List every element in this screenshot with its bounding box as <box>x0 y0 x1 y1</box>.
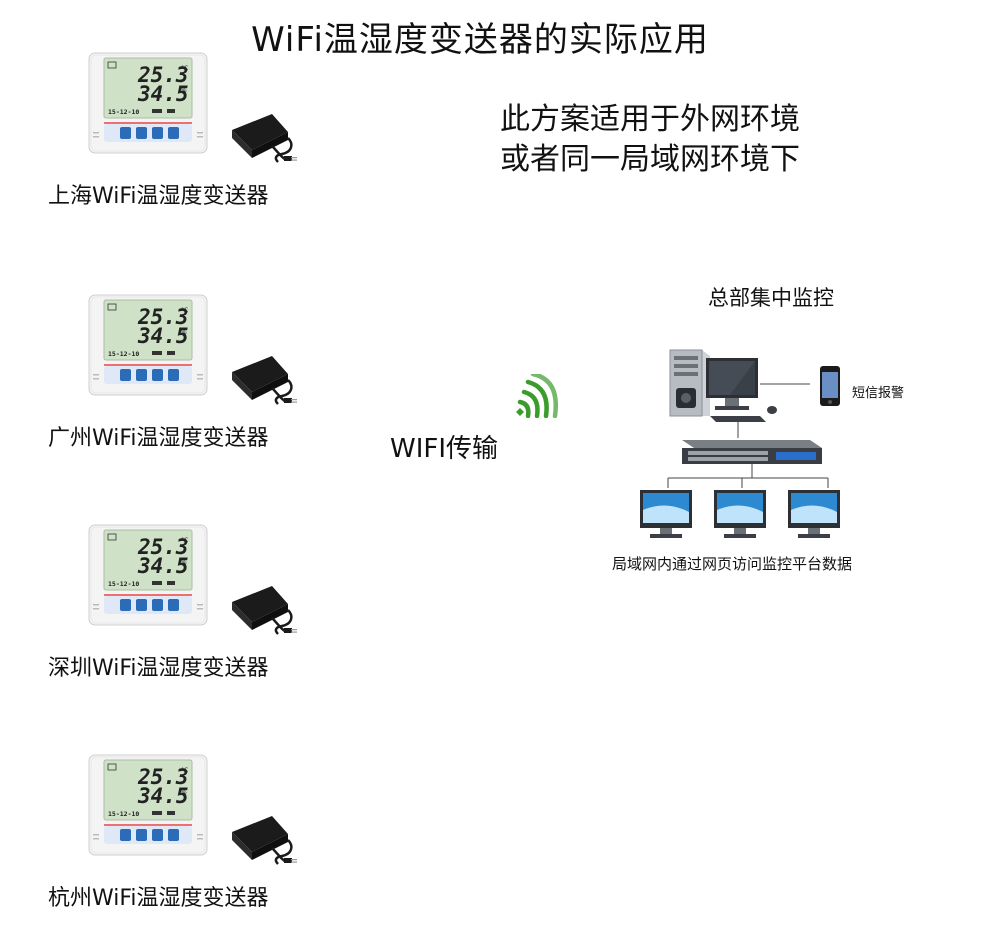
device-label: 上海WiFi温湿度变送器 <box>48 184 269 209</box>
lcd-temperature: 25.3 <box>137 63 189 87</box>
lcd-humidity-unit: % <box>181 789 187 796</box>
device-group-1: 25.3 °C 34.5 % 15-12-10 <box>48 52 348 222</box>
lcd-humidity: 34.5 <box>137 784 189 808</box>
monitor-icon <box>706 358 758 410</box>
server-tower-icon <box>669 349 710 417</box>
power-adapter-image <box>232 816 297 865</box>
lcd-date: 15-12-10 <box>108 580 139 588</box>
device-group-2: 25.3 °C 34.5 % 15-12-10 <box>48 294 348 464</box>
lcd-temperature-unit: °C <box>181 65 188 72</box>
power-adapter-image <box>232 114 297 163</box>
wifi-transmission-label: WIFI传输 <box>390 434 498 464</box>
client-monitor-icon-1 <box>640 490 692 538</box>
lcd-humidity-unit: % <box>181 87 187 94</box>
wifi-signal-icon <box>516 374 558 418</box>
usage-note-line-2: 或者同一局域网环境下 <box>500 142 800 177</box>
power-adapter-image <box>232 356 297 405</box>
client-monitor-icon-3 <box>788 490 840 538</box>
transmitter-device-image: 25.3 °C 34.5 % 15-12-10 <box>88 52 208 154</box>
lcd-temperature: 25.3 <box>137 765 189 789</box>
lcd-humidity: 34.5 <box>137 324 189 348</box>
device-label: 广州WiFi温湿度变送器 <box>48 426 269 451</box>
device-group-4: 25.3 °C 34.5 % 15-12-10 <box>48 754 348 924</box>
network-diagram <box>640 349 840 538</box>
usage-note: 此方案适用于外网环境 或者同一局域网环境下 <box>500 100 800 180</box>
lcd-humidity: 34.5 <box>137 82 189 106</box>
transmitter-device-image: 25.3 °C 34.5 % 15-12-10 <box>88 754 208 856</box>
signal-icon <box>107 61 117 69</box>
lcd-humidity-unit: % <box>181 559 187 566</box>
lcd-humidity: 34.5 <box>137 554 189 578</box>
lcd-temperature-unit: °C <box>181 767 188 774</box>
headquarters-title: 总部集中监控 <box>708 286 834 310</box>
client-monitor-icon-2 <box>714 490 766 538</box>
lan-access-label: 局域网内通过网页访问监控平台数据 <box>612 555 853 573</box>
lcd-temperature-unit: °C <box>181 307 188 314</box>
mobile-phone-icon <box>820 366 840 406</box>
transmitter-device-image: 25.3 °C 34.5 % 15-12-10 <box>88 524 208 626</box>
lcd-date: 15-12-10 <box>108 108 139 116</box>
device-label: 杭州WiFi温湿度变送器 <box>48 886 269 911</box>
device-group-3: 25.3 °C 34.5 % 15-12-10 <box>48 524 348 694</box>
signal-icon <box>107 303 117 311</box>
lcd-temperature-unit: °C <box>181 537 188 544</box>
lcd-humidity-unit: % <box>181 329 187 336</box>
lcd-date: 15-12-10 <box>108 810 139 818</box>
power-adapter-image <box>232 586 297 635</box>
device-label: 深圳WiFi温湿度变送器 <box>48 656 269 681</box>
page-title: WiFi温湿度变送器的实际应用 <box>251 20 709 60</box>
signal-icon <box>107 533 117 541</box>
signal-icon <box>107 763 117 771</box>
lcd-temperature: 25.3 <box>137 535 189 559</box>
sms-alarm-label: 短信报警 <box>852 386 905 401</box>
network-switch-icon <box>682 440 822 464</box>
lcd-temperature: 25.3 <box>137 305 189 329</box>
transmitter-device-image: 25.3 °C 34.5 % 15-12-10 <box>88 294 208 396</box>
usage-note-line-1: 此方案适用于外网环境 <box>500 102 800 137</box>
lcd-date: 15-12-10 <box>108 350 139 358</box>
